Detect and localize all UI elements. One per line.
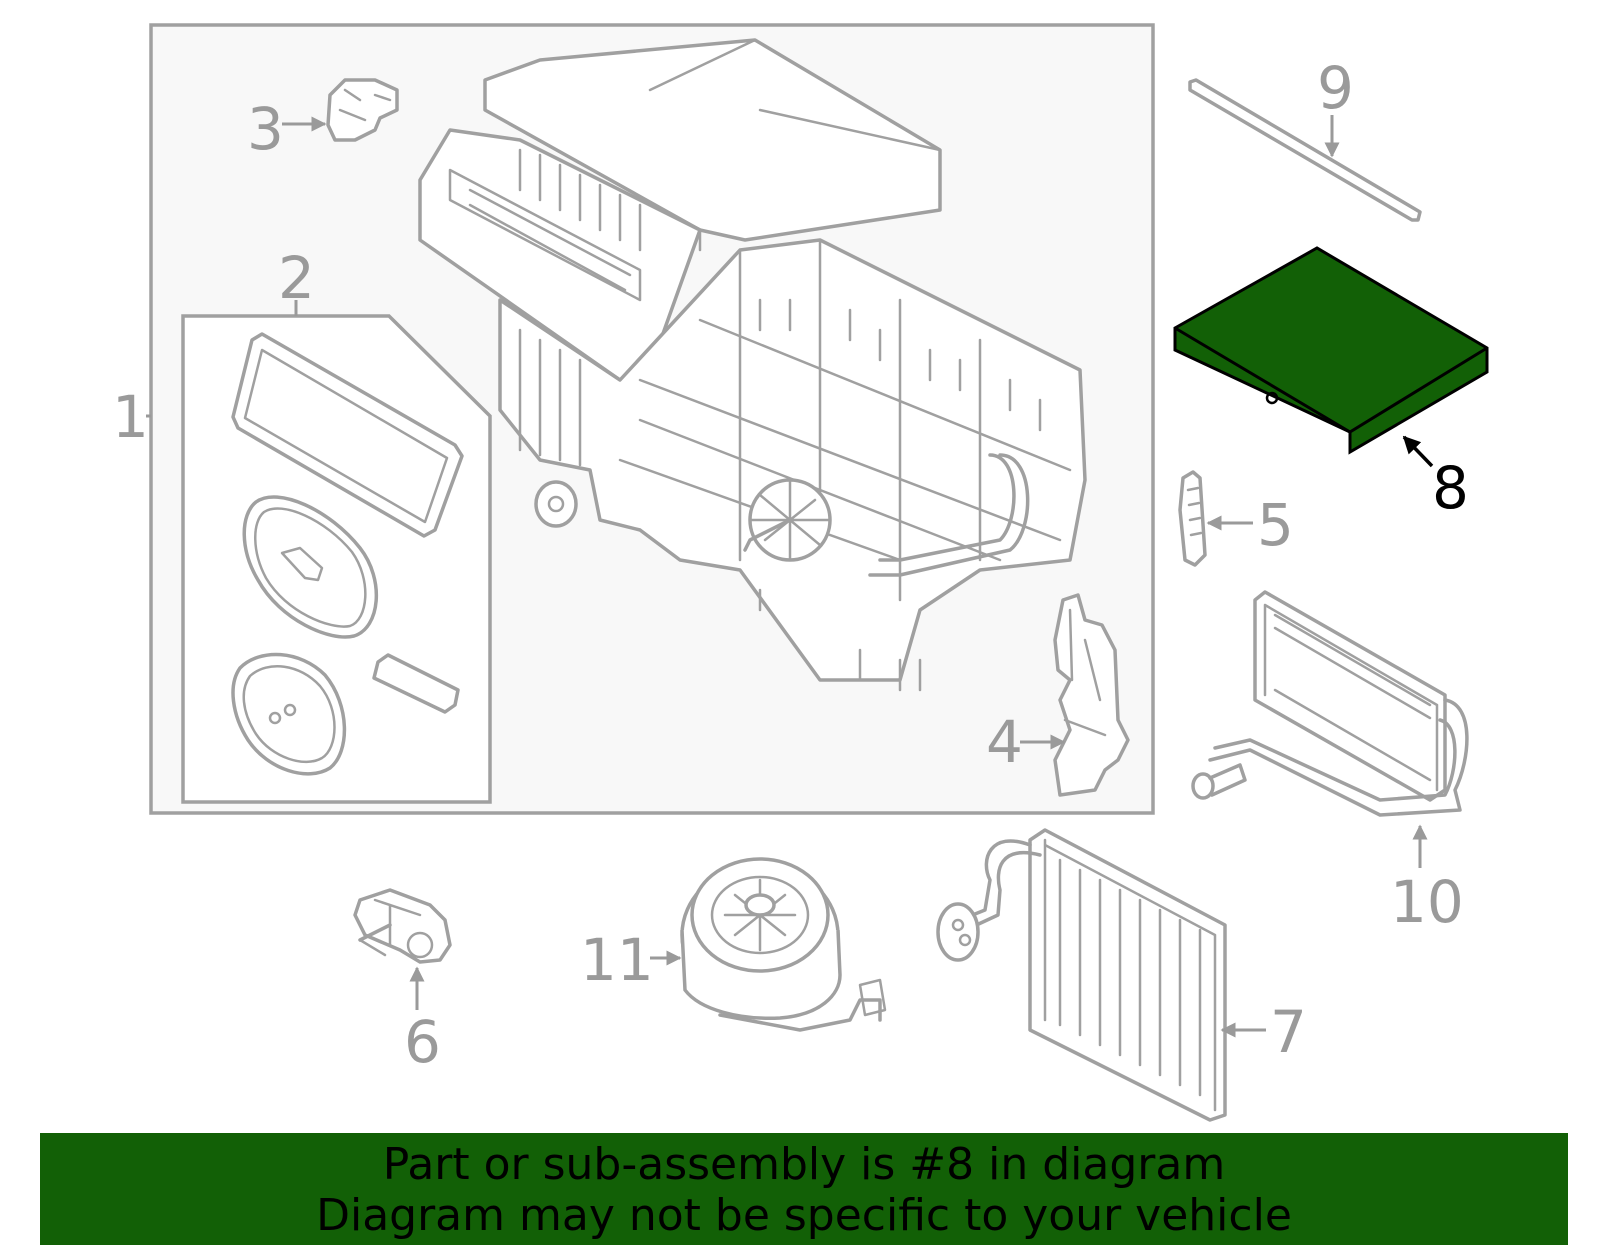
svg-text:8: 8 — [1432, 454, 1469, 522]
callout-2: 2 — [278, 244, 315, 312]
svg-text:11: 11 — [580, 926, 654, 994]
svg-text:3: 3 — [247, 95, 284, 163]
part-7-evaporator — [936, 828, 1227, 1122]
banner-line-1: Part or sub-assembly is #8 in diagram — [382, 1139, 1226, 1190]
part-5-clip — [1178, 470, 1207, 567]
callout-10: 10 — [1390, 824, 1464, 936]
info-banner: Part or sub-assembly is #8 in diagram Di… — [40, 1133, 1568, 1245]
callout-5: 5 — [1206, 491, 1294, 559]
part-4-bracket — [1053, 593, 1130, 797]
hvac-housing — [418, 38, 1087, 692]
svg-text:9: 9 — [1317, 54, 1354, 122]
svg-text:6: 6 — [404, 1008, 441, 1076]
svg-text:1: 1 — [112, 383, 149, 451]
callout-11: 11 — [580, 926, 682, 994]
svg-text:5: 5 — [1257, 491, 1294, 559]
svg-text:7: 7 — [1270, 998, 1307, 1066]
part-8-cabin-filter — [1173, 246, 1489, 455]
part-6-valve — [353, 888, 452, 964]
callout-8: 8 — [1402, 435, 1469, 522]
part-10-heater-core — [1191, 590, 1469, 817]
callout-9: 9 — [1317, 54, 1354, 158]
svg-text:2: 2 — [278, 244, 315, 312]
part-9-seal-strip — [1188, 78, 1422, 222]
callout-1: 1 — [112, 383, 151, 451]
banner-line-2: Diagram may not be specific to your vehi… — [316, 1190, 1292, 1241]
svg-text:10: 10 — [1390, 868, 1464, 936]
callout-7: 7 — [1220, 998, 1307, 1066]
callout-6: 6 — [404, 966, 441, 1076]
callout-4: 4 — [986, 708, 1066, 776]
callout-3: 3 — [247, 95, 327, 163]
part-3-actuator — [326, 78, 399, 142]
part-2-seals — [231, 332, 464, 776]
svg-text:4: 4 — [986, 708, 1023, 776]
part-11-blower-motor — [680, 857, 887, 1032]
